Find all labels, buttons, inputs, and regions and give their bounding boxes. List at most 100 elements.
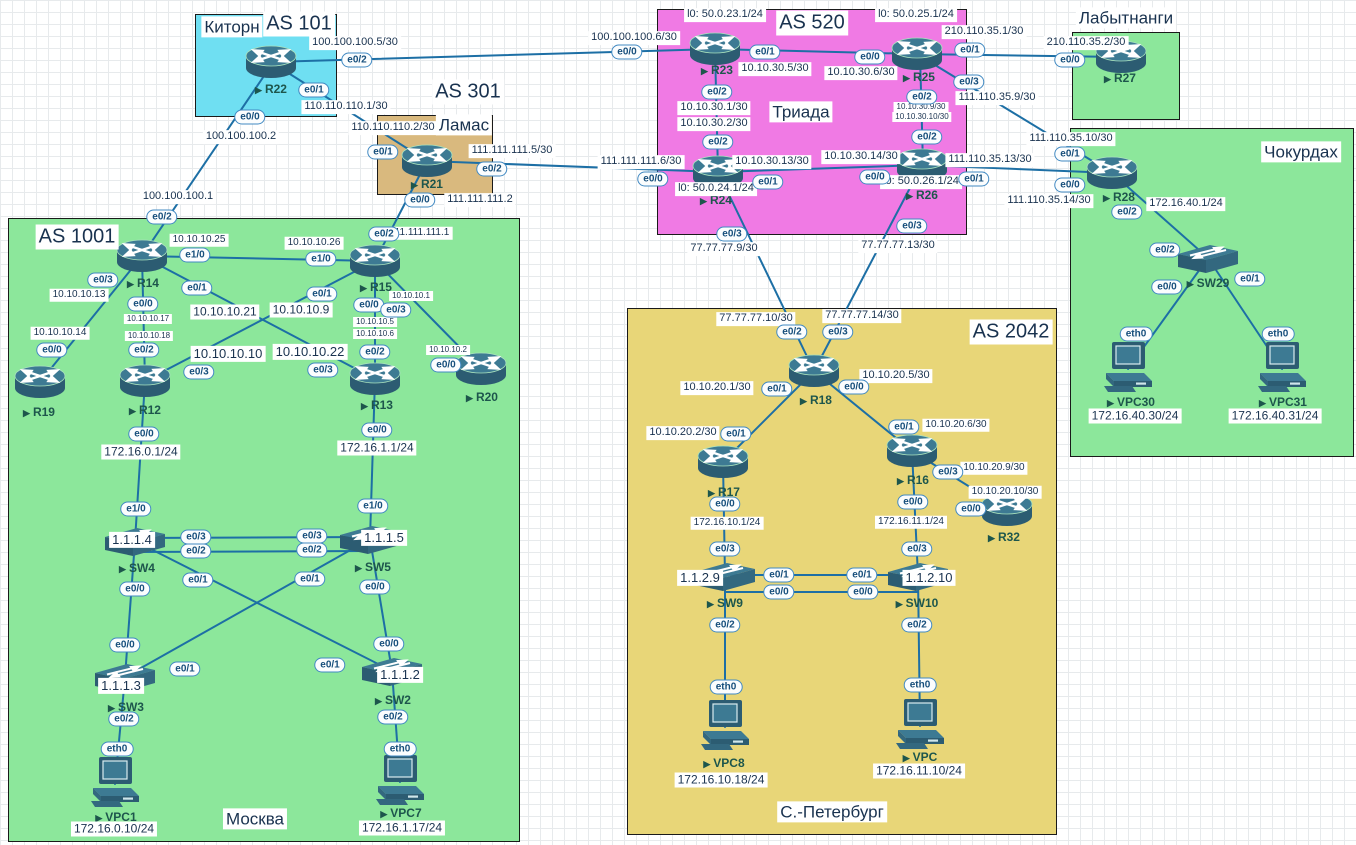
port-label: e0/2 bbox=[146, 209, 178, 225]
node-VPC7[interactable] bbox=[372, 755, 428, 809]
node-R18[interactable] bbox=[787, 353, 841, 389]
node-R25[interactable] bbox=[890, 36, 944, 72]
link-17 bbox=[141, 255, 376, 262]
text-label: 1.1.1.3 bbox=[98, 677, 144, 695]
text-label: 77.77.77.9/30 bbox=[687, 242, 761, 256]
text-label: 172.16.40.31/24 bbox=[1228, 408, 1322, 424]
text-label: 10.10.30.5/30 bbox=[738, 62, 812, 76]
node-name-text: VPC8 bbox=[713, 756, 745, 770]
node-label-VPC1: ▶VPC1 bbox=[95, 810, 136, 824]
text-label: 111.110.35.14/30 bbox=[1004, 194, 1094, 208]
node-VPC[interactable] bbox=[892, 699, 948, 753]
text-label: AS 1001 bbox=[35, 224, 119, 250]
port-label: e0/2 bbox=[1149, 242, 1181, 258]
text-label: 10.10.10.5 bbox=[353, 317, 397, 327]
node-label-R28: ▶R28 bbox=[1103, 190, 1135, 204]
node-R16[interactable] bbox=[885, 433, 939, 469]
node-VPC31[interactable] bbox=[1254, 342, 1310, 396]
router-icon bbox=[14, 365, 66, 398]
node-R20[interactable] bbox=[454, 351, 508, 387]
text-label: 77.77.77.14/30 bbox=[822, 309, 902, 323]
port-label: e0/3 bbox=[307, 362, 339, 378]
port-label: e0/1 bbox=[169, 661, 201, 677]
node-R14[interactable] bbox=[115, 238, 169, 274]
node-label-SW5: ▶SW5 bbox=[355, 560, 391, 574]
text-label: 10.10.20.6/30 bbox=[922, 418, 990, 432]
node-label-R14: ▶R14 bbox=[127, 276, 159, 290]
node-VPC8[interactable] bbox=[697, 700, 753, 754]
text-label: 10.10.20.9/30 bbox=[960, 461, 1028, 475]
pc-icon bbox=[896, 699, 944, 749]
port-label: e0/1 bbox=[958, 171, 990, 187]
node-name-text: R14 bbox=[136, 276, 159, 290]
text-label: 111.110.35.13/30 bbox=[945, 153, 1035, 167]
link-10 bbox=[717, 164, 923, 173]
router-icon bbox=[689, 32, 741, 65]
node-name-text: SW5 bbox=[364, 560, 391, 574]
port-label: e0/1 bbox=[314, 657, 346, 673]
node-marker-icon: ▶ bbox=[800, 396, 807, 406]
node-R22[interactable] bbox=[244, 44, 298, 80]
link-21 bbox=[144, 260, 376, 382]
node-R12[interactable] bbox=[118, 363, 172, 399]
pc-icon bbox=[376, 755, 424, 805]
port-label: e0/0 bbox=[611, 44, 643, 60]
node-VPC1[interactable] bbox=[87, 757, 143, 811]
node-R19[interactable] bbox=[13, 364, 67, 400]
node-R28[interactable] bbox=[1085, 155, 1139, 191]
node-label-VPC8: ▶VPC8 bbox=[703, 756, 744, 770]
text-label: 110.110.110.1/30 bbox=[301, 100, 391, 114]
text-label: 1.1.1.2 bbox=[377, 666, 423, 684]
text-label: 77.77.77.10/30 bbox=[716, 312, 796, 326]
router-icon bbox=[697, 445, 749, 478]
node-label-R16: ▶R16 bbox=[897, 473, 929, 487]
link-4 bbox=[374, 160, 428, 262]
node-label-R17: ▶R17 bbox=[708, 485, 740, 499]
node-marker-icon: ▶ bbox=[903, 73, 910, 83]
node-label-R23: ▶R23 bbox=[701, 63, 733, 77]
node-SW29[interactable] bbox=[1176, 241, 1240, 275]
text-label: 172.16.10.18/24 bbox=[674, 772, 768, 788]
text-label: 172.16.0.10/24 bbox=[70, 821, 158, 837]
text-label: 10.10.10.17 bbox=[123, 314, 173, 324]
text-label: 172.16.1.1/24 bbox=[337, 440, 417, 456]
text-label: 100.100.100.6/30 bbox=[588, 31, 680, 45]
pc-icon bbox=[701, 700, 749, 750]
text-label: AS 2042 bbox=[969, 319, 1053, 345]
port-label: e0/0 bbox=[897, 494, 929, 510]
text-label: l0: 50.0.25.1/24 bbox=[875, 8, 957, 22]
text-label: 1.1.2.9 bbox=[677, 569, 723, 587]
node-name-text: R24 bbox=[709, 193, 732, 207]
router-icon bbox=[891, 37, 943, 70]
link-26 bbox=[134, 536, 371, 539]
link-12 bbox=[717, 171, 815, 372]
pc-icon bbox=[91, 757, 139, 807]
port-label: e0/0 bbox=[709, 496, 741, 512]
router-icon bbox=[401, 144, 453, 177]
port-label: e0/1 bbox=[761, 381, 793, 397]
text-label: Москва bbox=[222, 808, 288, 830]
port-label: e0/2 bbox=[901, 617, 933, 633]
port-label: e0/0 bbox=[847, 584, 879, 600]
node-R15[interactable] bbox=[348, 243, 402, 279]
port-label: e0/0 bbox=[763, 584, 795, 600]
port-label: e0/2 bbox=[296, 542, 328, 558]
text-label: l0: 50.0.23.1/24 bbox=[684, 8, 766, 22]
node-marker-icon: ▶ bbox=[988, 533, 995, 543]
node-name-text: VPC31 bbox=[1268, 395, 1307, 409]
link-14 bbox=[1111, 172, 1209, 259]
text-label: 1.1.1.5 bbox=[361, 529, 407, 547]
text-label: 111.111.111.2 bbox=[444, 193, 516, 207]
node-marker-icon: ▶ bbox=[119, 564, 126, 574]
node-R23[interactable] bbox=[688, 31, 742, 67]
node-R13[interactable] bbox=[348, 361, 402, 397]
node-VPC30[interactable] bbox=[1100, 342, 1156, 396]
text-label: 172.16.11.1/24 bbox=[875, 515, 947, 529]
node-R17[interactable] bbox=[696, 444, 750, 480]
link-29 bbox=[134, 540, 393, 672]
text-label: 172.16.10.1/24 bbox=[690, 516, 764, 530]
port-label: e0/0 bbox=[36, 342, 68, 358]
node-R32[interactable] bbox=[980, 492, 1034, 528]
node-R21[interactable] bbox=[400, 143, 454, 179]
